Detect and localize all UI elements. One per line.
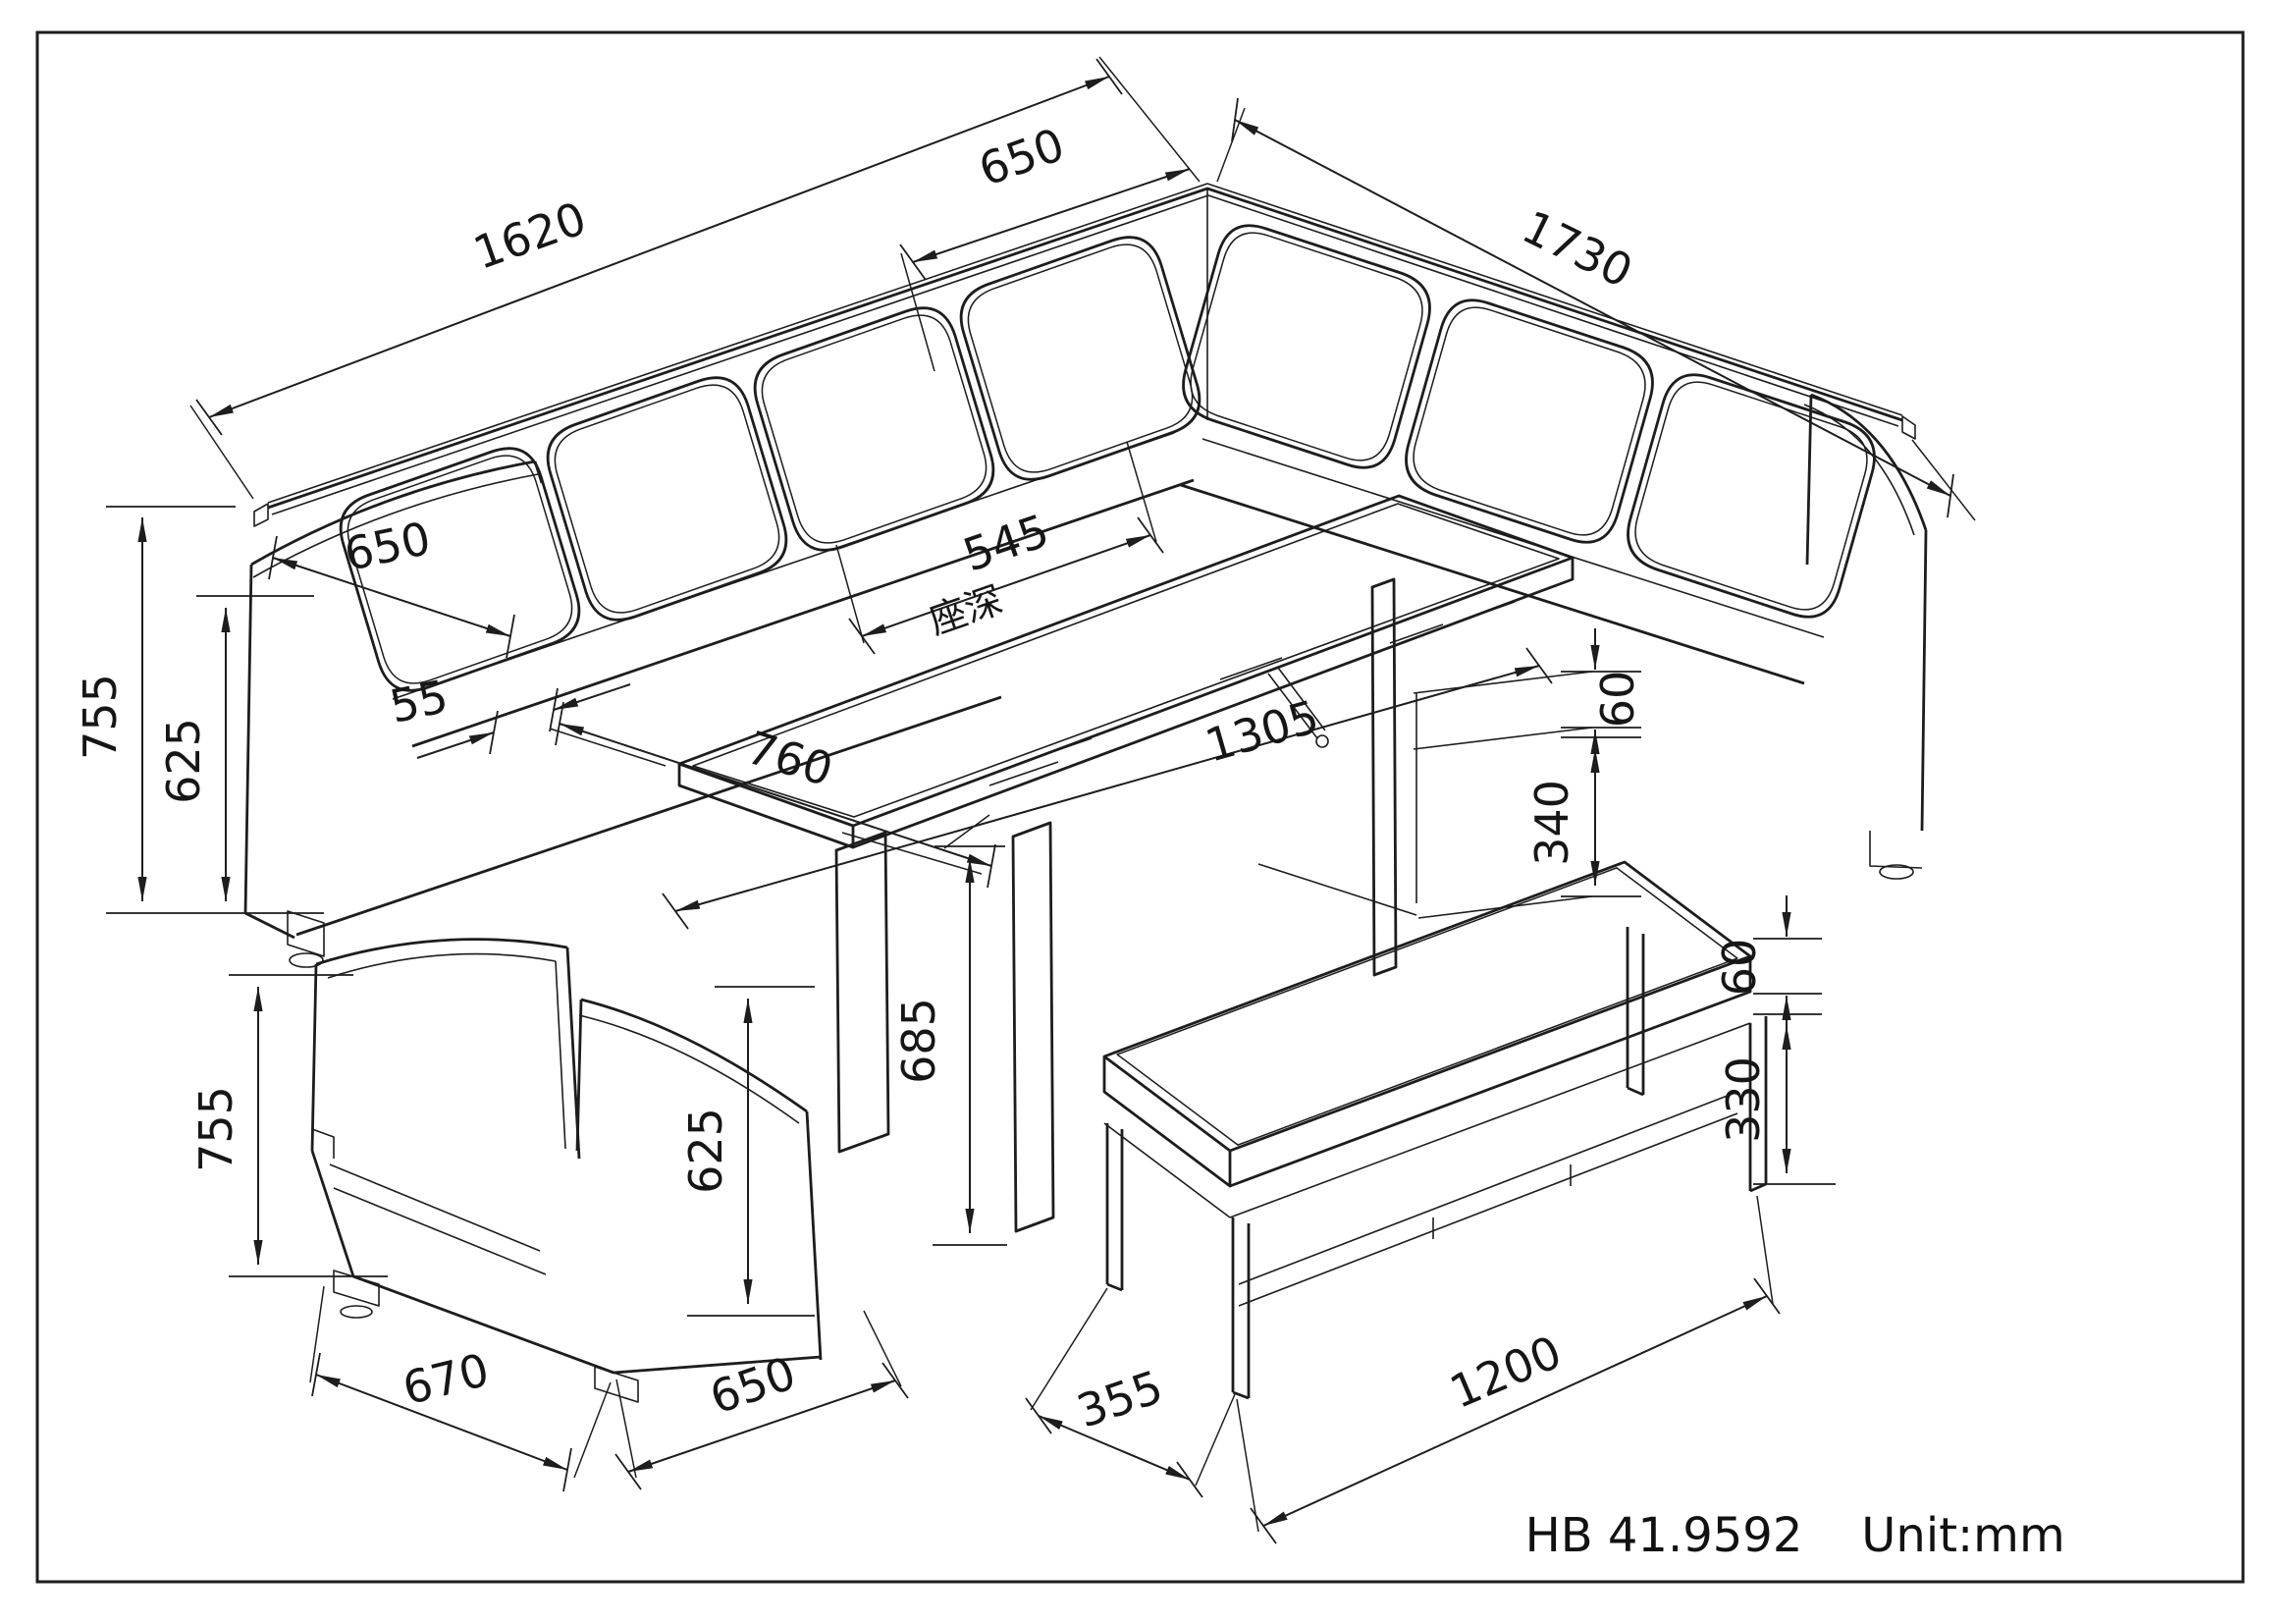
dimensions: 1620 650 1730 650 55 xyxy=(74,56,1976,1544)
dim-label-625-chair: 625 xyxy=(679,1108,732,1194)
chair-seat-top xyxy=(329,1163,541,1252)
dim-label-670: 670 xyxy=(398,1343,494,1416)
dim-label-1305: 1305 xyxy=(1200,690,1324,773)
chair-armrest-front-edge xyxy=(805,1110,823,1361)
dim-bench-frame-height: 330 xyxy=(1717,1013,1836,1185)
dim-label-755-chair: 755 xyxy=(189,1086,242,1172)
seat-front-edge-left xyxy=(411,478,1195,748)
chair-rear-foot xyxy=(311,1128,335,1159)
dim-label-650-left: 650 xyxy=(340,512,435,581)
chair-back-left-edge xyxy=(310,963,318,1152)
back-pillow xyxy=(546,376,788,622)
dim-label-60-sofa: 60 xyxy=(1591,671,1644,729)
dim-table-length: 1305 xyxy=(662,647,1553,930)
dim-chair-depth: 650 xyxy=(614,1310,909,1490)
dim-label-1620: 1620 xyxy=(466,191,592,280)
dim-bench-depth: 355 xyxy=(1025,1287,1236,1498)
rail-left-cap xyxy=(253,503,269,527)
back-pillow xyxy=(959,236,1201,481)
dim-seat-depth: 545 座深 xyxy=(835,441,1164,655)
dim-label-650-top: 650 xyxy=(972,118,1071,196)
chair-armrest-back-edge xyxy=(575,999,583,1152)
dim-chair-back-height: 625 xyxy=(679,986,815,1317)
corner-sofa xyxy=(243,183,1928,968)
table-leg-rear xyxy=(1370,577,1398,977)
bench xyxy=(1102,860,1768,1400)
back-pillow xyxy=(1627,373,1876,619)
base-bottom-left xyxy=(295,695,1002,937)
bench-cushion-front xyxy=(1229,956,1752,1188)
dim-overall-right: 1730 xyxy=(1216,97,1976,521)
dim-sofa-cushion: 60 xyxy=(1561,628,1644,772)
back-pillow xyxy=(1405,298,1654,544)
rail-right-cap xyxy=(1901,415,1916,440)
dim-label-685: 685 xyxy=(892,998,945,1084)
chair-left-foot xyxy=(333,1270,380,1307)
chair-seat-front xyxy=(333,1187,547,1275)
chair-back-top xyxy=(315,938,568,966)
model-number: HB 41.9592 xyxy=(1525,1508,1803,1563)
dim-table-height: 685 xyxy=(892,814,1007,1246)
dim-label-1200: 1200 xyxy=(1442,1325,1569,1419)
dim-armrest-width: 55 xyxy=(385,670,631,759)
bench-legs xyxy=(1105,927,1768,1400)
dim-label-355: 355 xyxy=(1070,1360,1169,1438)
dim-table-width: 760 xyxy=(549,701,996,889)
dim-label-55: 55 xyxy=(385,670,452,733)
foot-pad xyxy=(1879,864,1914,880)
seat-front-edge-right xyxy=(1180,483,1805,685)
title-block: HB 41.9592 Unit:mm xyxy=(1525,1508,2065,1563)
seat-back-line-left xyxy=(392,432,1175,700)
dim-bench-cushion: 60 xyxy=(1713,895,1822,1038)
chair-base-bottom xyxy=(310,1150,822,1375)
dim-label-1730: 1730 xyxy=(1515,200,1641,298)
unit-label: Unit:mm xyxy=(1861,1508,2064,1563)
foot-pad xyxy=(289,952,324,968)
armchair xyxy=(310,938,823,1403)
dim-sofa-height: 755 xyxy=(74,506,324,914)
dim-label-625-sofa: 625 xyxy=(157,718,210,804)
back-pillow xyxy=(753,306,995,552)
dim-bench-length: 1200 xyxy=(1236,1195,1781,1544)
bench-cushion-top xyxy=(1102,860,1752,1153)
dim-sofa-back-height: 625 xyxy=(157,595,314,901)
dim-chair-height: 755 xyxy=(189,974,388,1277)
dim-seat-depth-left: 650 xyxy=(268,512,515,659)
dining-table xyxy=(677,494,1575,1233)
bench-stretchers xyxy=(1238,1091,1738,1307)
bench-frame-front xyxy=(1229,1022,1751,1218)
back-pillow xyxy=(1182,224,1431,469)
dim-under-seat: 340 xyxy=(1525,736,1641,897)
dim-label-340: 340 xyxy=(1525,780,1578,866)
sheet-border xyxy=(35,30,2245,1584)
dim-label-545: 545 xyxy=(956,504,1055,582)
bench-frame-left xyxy=(1103,1122,1231,1218)
dim-label-755-sofa: 755 xyxy=(74,674,127,760)
chair-armrest-top xyxy=(580,998,808,1113)
seat-back-line-right xyxy=(1201,438,1825,638)
dim-label-330: 330 xyxy=(1717,1056,1770,1143)
bench-cushion-left xyxy=(1102,1056,1232,1188)
dim-label-seat-depth-cn: 座深 xyxy=(924,578,1008,643)
table-leg-left xyxy=(834,831,890,1154)
foot-pad xyxy=(340,1305,373,1319)
table-leg-front xyxy=(1011,821,1055,1233)
dim-label-650-bottom: 650 xyxy=(703,1346,802,1425)
dim-label-60-bench: 60 xyxy=(1713,939,1766,997)
